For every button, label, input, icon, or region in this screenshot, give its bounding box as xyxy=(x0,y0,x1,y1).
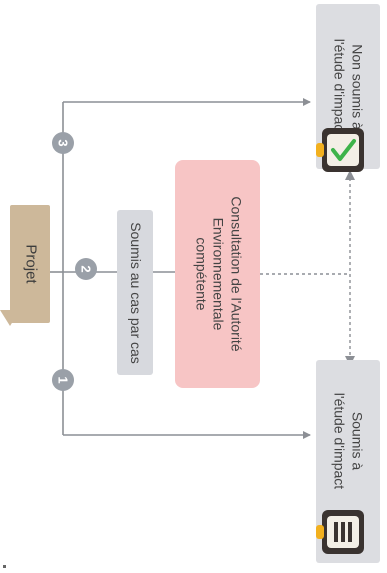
consultation-box: Consultation de l'Autorité Environnement… xyxy=(175,160,260,388)
step-badge-2: 2 xyxy=(75,258,97,280)
projet-box: Projet xyxy=(10,205,50,323)
arrowhead-up xyxy=(345,170,355,180)
icon-tab xyxy=(316,143,324,157)
projet-label: Projet xyxy=(22,244,40,284)
outcome-non-soumis-label: Non soumis à l'étude d'impact xyxy=(332,38,366,135)
document-list-icon xyxy=(316,510,364,554)
projet-notch xyxy=(0,310,20,326)
cas-par-cas-label: Soumis au cas par cas xyxy=(127,221,144,364)
checkmark-icon xyxy=(316,128,364,172)
consultation-label: Consultation de l'Autorité Environnement… xyxy=(191,164,244,384)
cas-par-cas-box: Soumis au cas par cas xyxy=(117,210,153,375)
outcome-soumis-label: Soumis à l'étude d'impact xyxy=(332,392,366,490)
consultation-line-1: Consultation de l'Autorité xyxy=(227,196,244,352)
consultation-line-2: Environnementale xyxy=(210,217,227,331)
page-mark xyxy=(3,565,6,568)
step-badge-3: 3 xyxy=(52,132,74,154)
step-badge-1: 1 xyxy=(52,369,74,391)
icon-tab xyxy=(316,525,324,539)
consultation-line-3: compétente xyxy=(192,237,209,311)
